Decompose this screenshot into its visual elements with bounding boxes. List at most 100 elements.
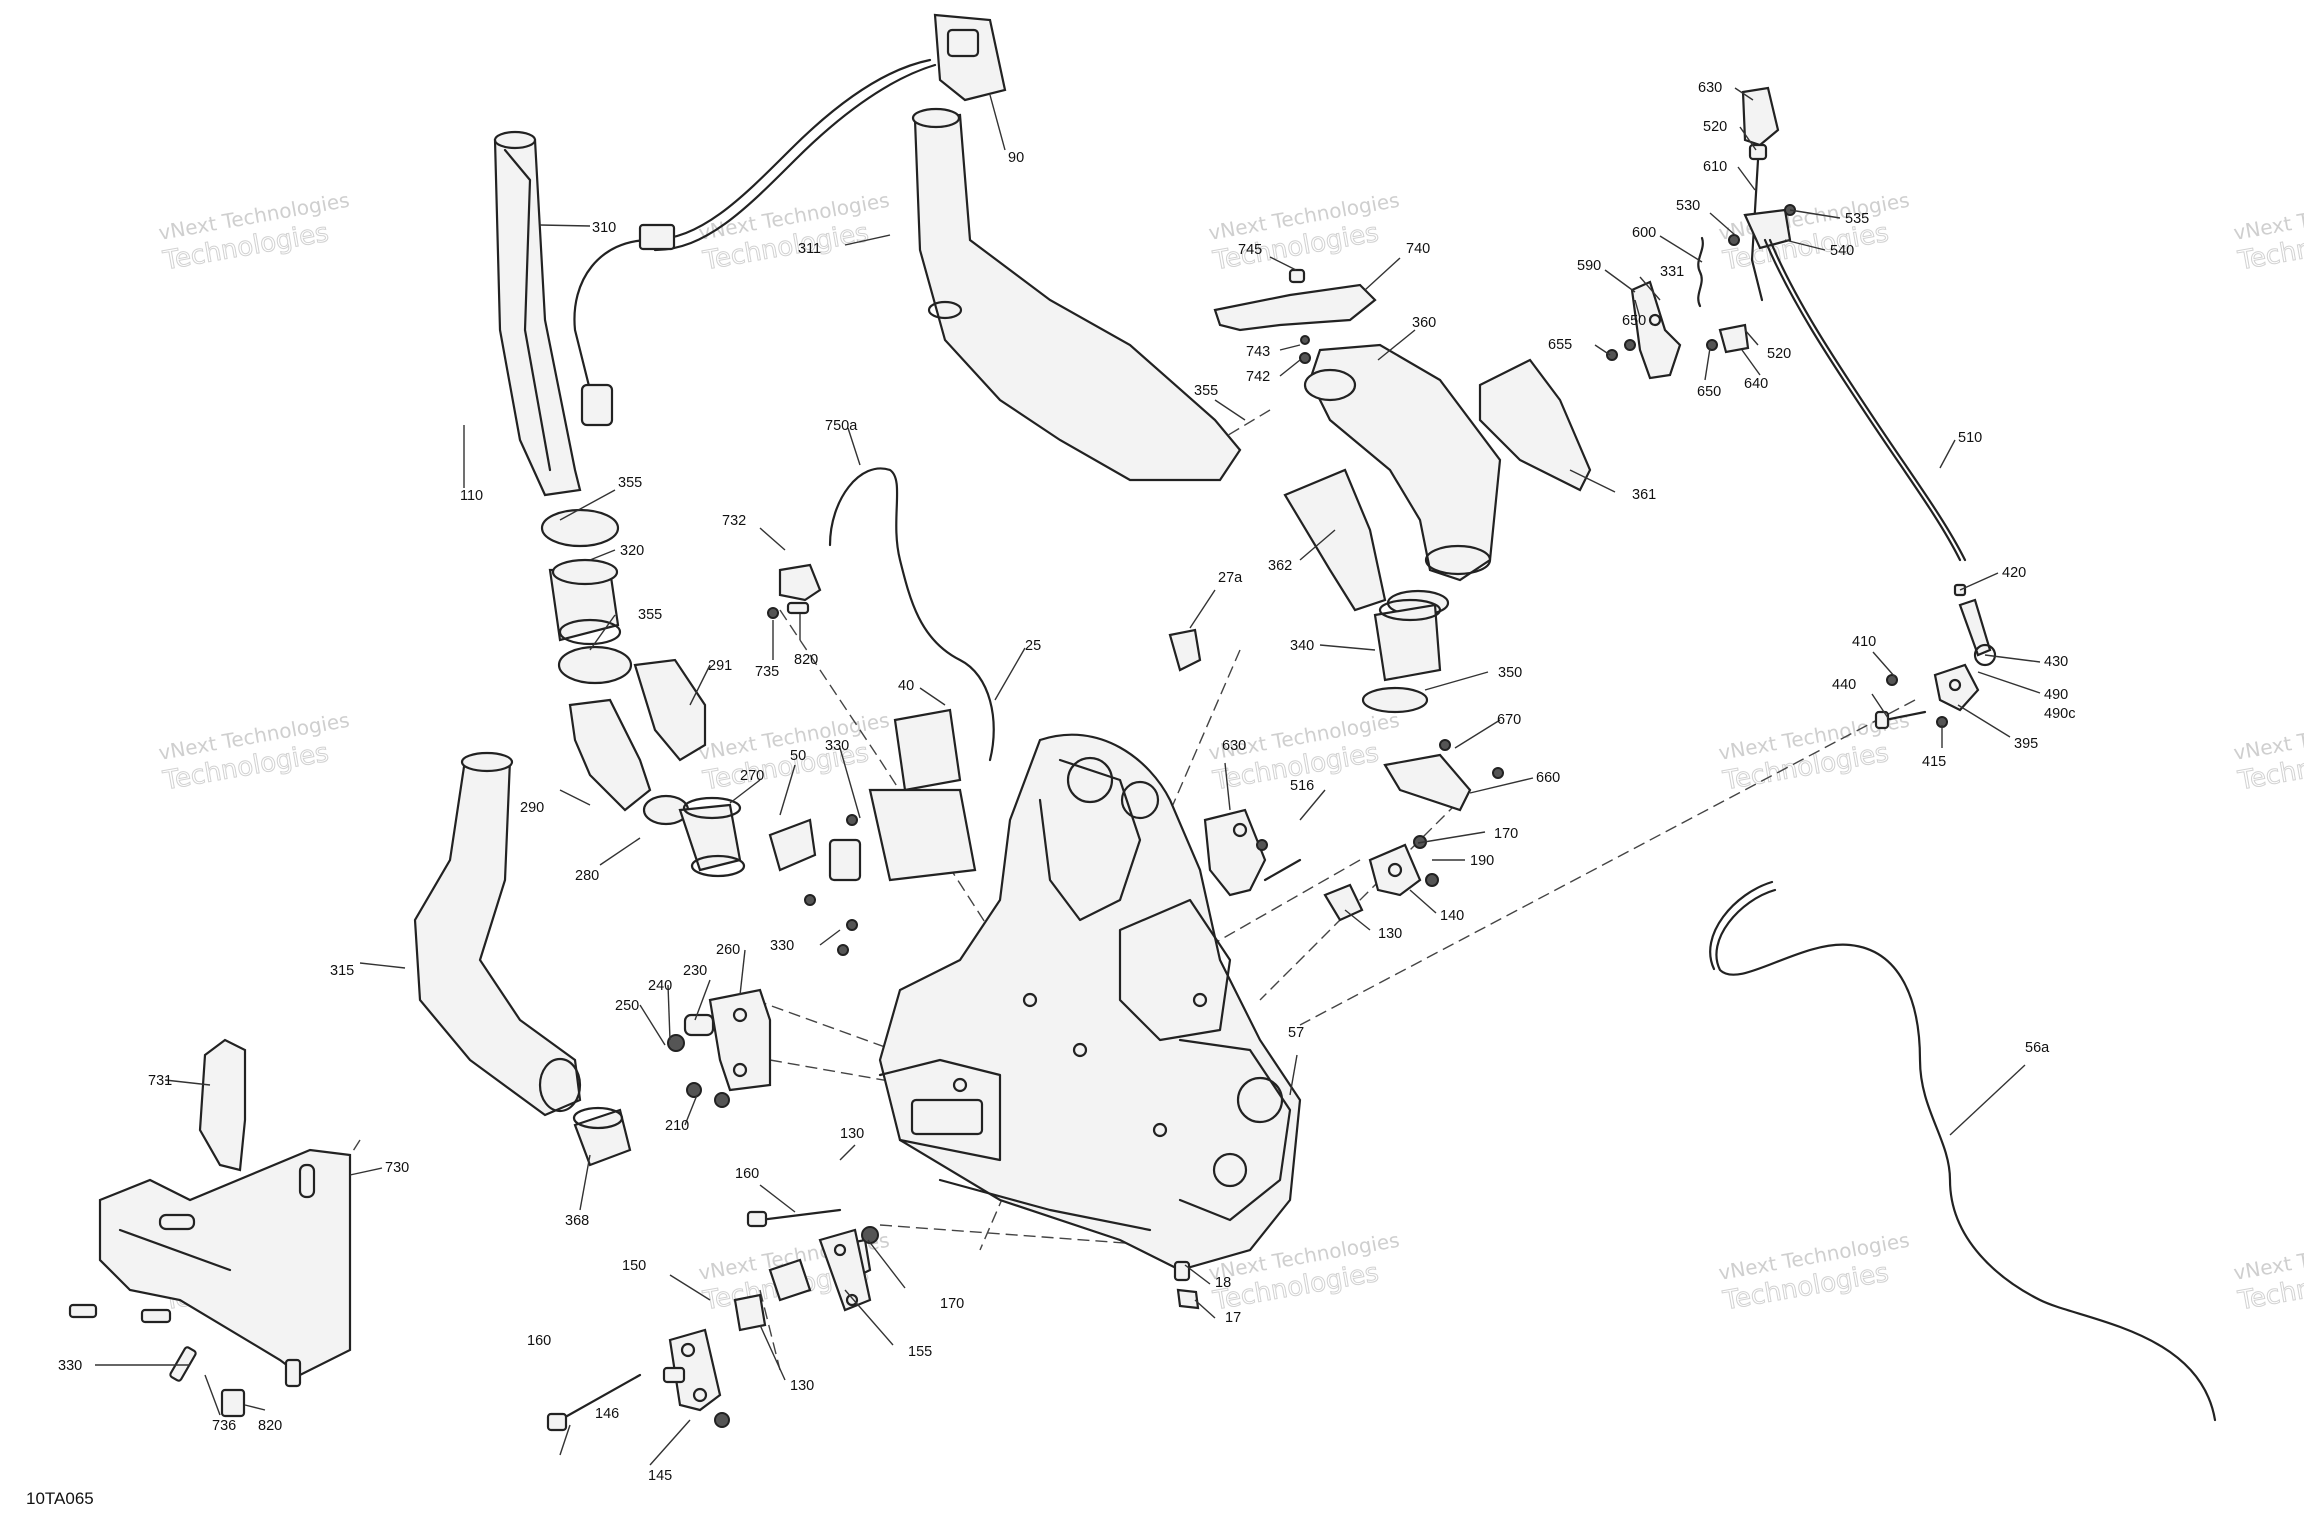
- callout-650: 650: [1622, 313, 1646, 329]
- callout-330: 330: [825, 738, 849, 754]
- callout-362: 362: [1268, 558, 1292, 574]
- callout-130: 130: [790, 1378, 814, 1394]
- callout-730: 730: [385, 1160, 409, 1176]
- throttle-bracket-630: [1203, 808, 1302, 897]
- callout-740: 740: [1406, 241, 1430, 257]
- bracket-660-670: [1383, 739, 1504, 812]
- callout-655: 655: [1548, 337, 1572, 353]
- callout-230: 230: [683, 963, 707, 979]
- callout-350: 350: [1498, 665, 1522, 681]
- watermark: vNext Technologies Technologies: [2232, 708, 2304, 797]
- callout-510: 510: [1958, 430, 1982, 446]
- vent-hose-750a: [828, 467, 995, 762]
- callout-315: 315: [330, 963, 354, 979]
- callout-170: 170: [1494, 826, 1518, 842]
- intake-duct-315: [413, 751, 582, 1117]
- callout-320: 320: [620, 543, 644, 559]
- alignment-line: [759, 1289, 781, 1371]
- callout-18: 18: [1215, 1275, 1231, 1291]
- diagram-code: 10TA065: [26, 1489, 94, 1508]
- shift-linkage-410-490: [1874, 583, 1997, 730]
- callout-190: 190: [1470, 853, 1494, 869]
- callout-820: 820: [794, 652, 818, 668]
- plug-17-18: [1173, 1260, 1200, 1310]
- callout-743: 743: [1246, 344, 1270, 360]
- heat-shields-361-362: [1283, 358, 1592, 612]
- callout-535: 535: [1845, 211, 1869, 227]
- mount-bracket-260: [667, 988, 772, 1108]
- callout-610: 610: [1703, 159, 1727, 175]
- callout-520: 520: [1767, 346, 1791, 362]
- callout-146: 146: [595, 1406, 619, 1422]
- rear-mount-hardware-130-140: [1323, 835, 1439, 922]
- callout-330: 330: [58, 1358, 82, 1374]
- callout-660: 660: [1536, 770, 1560, 786]
- callout-250: 250: [615, 998, 639, 1014]
- elbow-ducts-290-291: [568, 658, 746, 878]
- callout-27a: 27a: [1218, 570, 1243, 586]
- watermark: vNext Technologies Technologies: [1717, 1228, 1911, 1317]
- watermark: vNext Technologies Technologies: [2232, 188, 2304, 277]
- callout-57: 57: [1288, 1025, 1304, 1041]
- callout-420: 420: [2002, 565, 2026, 581]
- callout-415: 415: [1922, 754, 1946, 770]
- callout-368: 368: [565, 1213, 589, 1229]
- vent-hose-56a: [1709, 880, 2217, 1422]
- watermark: vNext Technologies Technologies: [697, 188, 891, 277]
- harness-and-switch-90: [573, 13, 1007, 427]
- callout-440: 440: [1832, 677, 1856, 693]
- callout-731: 731: [148, 1073, 172, 1089]
- callout-90: 90: [1008, 150, 1024, 166]
- callout-311: 311: [798, 241, 821, 257]
- callout-670: 670: [1497, 712, 1521, 728]
- watermark: vNext Technologies Technologies: [1717, 188, 1911, 277]
- callout-650: 650: [1697, 384, 1721, 400]
- callout-355: 355: [1194, 383, 1218, 399]
- callout-355: 355: [638, 607, 662, 623]
- callout-736: 736: [212, 1418, 236, 1434]
- bracket-730-731: [68, 1038, 352, 1418]
- callout-600: 600: [1632, 225, 1656, 241]
- callout-17: 17: [1225, 1310, 1241, 1326]
- watermark: vNext Technologies Technologies: [157, 188, 351, 277]
- shifter-assembly: [1606, 86, 1967, 562]
- callout-742: 742: [1246, 369, 1270, 385]
- callout-210: 210: [665, 1118, 689, 1134]
- clamps-and-coupler-320: [540, 508, 633, 685]
- callout-270: 270: [740, 768, 764, 784]
- intake-duct-310: [493, 130, 582, 497]
- callout-291: 291: [708, 658, 732, 674]
- front-mount-hardware-130-170: [546, 1208, 879, 1432]
- callout-labels: 90 310 311 110 355 320 355 291 290 280 2…: [58, 80, 2075, 1484]
- callout-170: 170: [940, 1296, 964, 1312]
- callout-750a: 750a: [825, 418, 858, 434]
- callout-530: 530: [1676, 198, 1700, 214]
- alignment-line: [1299, 699, 1916, 1026]
- sleeve-368: [572, 1106, 632, 1167]
- callout-490c: 490c: [2044, 706, 2075, 722]
- callout-290: 290: [520, 800, 544, 816]
- engine-block: [878, 733, 1302, 1272]
- callout-820: 820: [258, 1418, 282, 1434]
- ecm-and-electrical-40-50: [768, 708, 977, 956]
- callout-56a: 56a: [2025, 1040, 2050, 1056]
- callout-160: 160: [735, 1166, 759, 1182]
- callout-410: 410: [1852, 634, 1876, 650]
- callout-745: 745: [1238, 242, 1262, 258]
- callout-490: 490: [2044, 687, 2068, 703]
- callout-540: 540: [1830, 243, 1854, 259]
- callout-50: 50: [790, 748, 806, 764]
- filter-340-350: [1168, 589, 1450, 714]
- callout-260: 260: [716, 942, 740, 958]
- callout-732: 732: [722, 513, 746, 529]
- callout-25: 25: [1025, 638, 1041, 654]
- callout-110: 110: [460, 488, 483, 504]
- alignment-line: [879, 1224, 1221, 1251]
- callout-516: 516: [1290, 778, 1314, 794]
- intake-duct-311: [911, 107, 1242, 482]
- callout-40: 40: [898, 678, 914, 694]
- callout-140: 140: [1440, 908, 1464, 924]
- callout-240: 240: [648, 978, 672, 994]
- watermark: vNext Technologies Technologies: [2232, 1228, 2304, 1317]
